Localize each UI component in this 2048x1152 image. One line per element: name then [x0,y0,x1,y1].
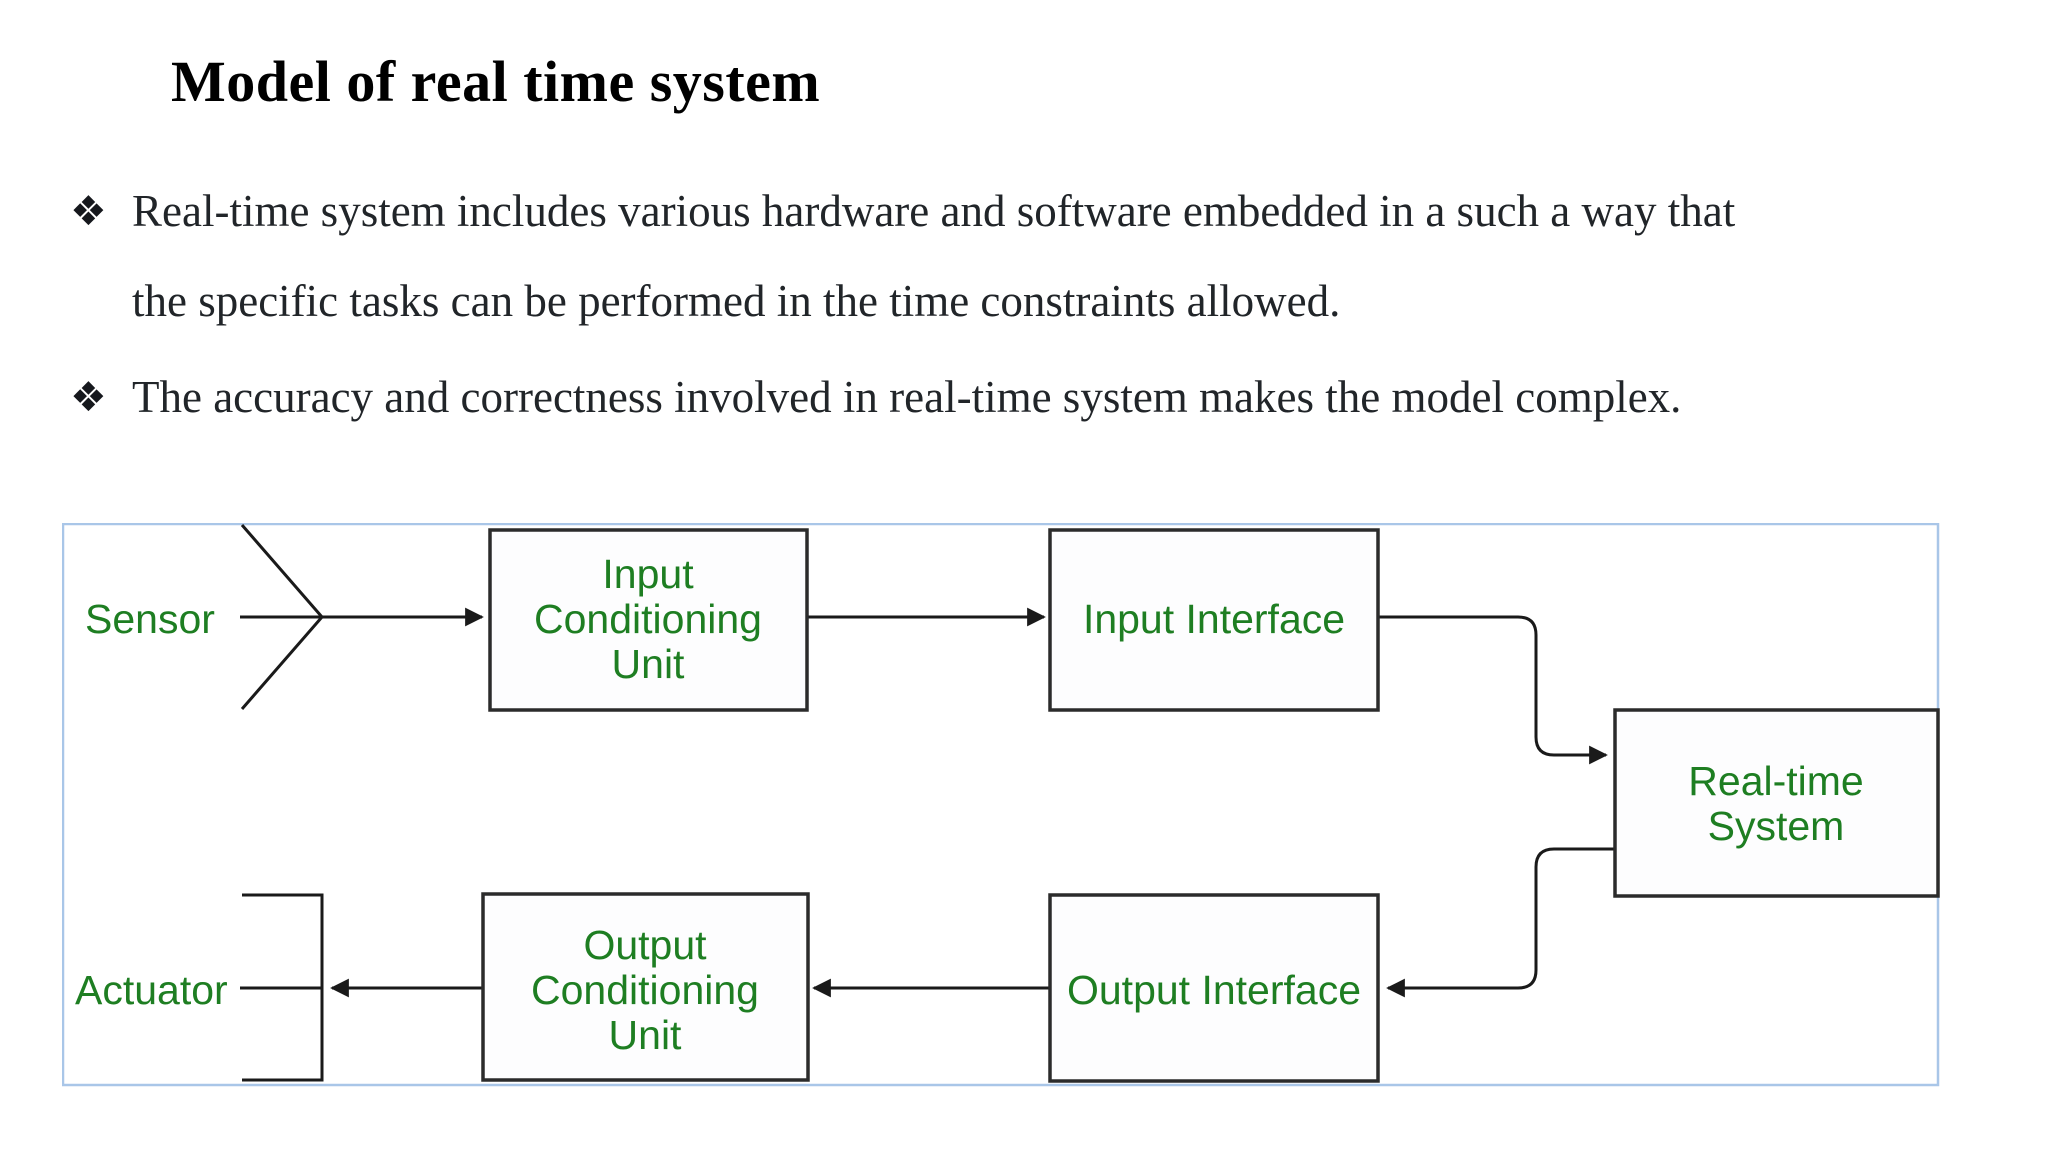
real-time-system-label-line1: Real-time [1688,758,1863,804]
input-conditioning-unit-box [488,528,809,712]
output-conditioning-unit-box [481,892,810,1082]
arrow-input-interface-to-rts [1378,615,1608,765]
input-conditioning-unit-label-line3: Unit [612,641,686,687]
output-interface-box [1048,893,1380,1083]
real-time-system-box [1613,708,1940,898]
actuator-label: Actuator [75,967,228,1013]
output-conditioning-unit-label-line1: Output [583,922,707,968]
bullet1-line2: the specific tasks can be performed in t… [132,276,1341,326]
bullet1-line1: Real-time system includes various hardwa… [132,186,1736,236]
page-title: Model of real time system [171,49,821,114]
sensor-label: Sensor [85,596,215,642]
input-interface-box [1048,528,1380,712]
block-diagram-svg: Sensor Actuator Input Conditioning Unit … [61,522,1940,1087]
bullet-diamond-icon: ❖ [70,373,107,421]
input-conditioning-unit-label-line2: Conditioning [534,596,762,642]
output-conditioning-unit-label-line2: Conditioning [531,967,759,1013]
output-interface-label: Output Interface [1067,967,1361,1013]
bullet-diamond-icon: ❖ [70,187,107,235]
block-diagram: Sensor Actuator Input Conditioning Unit … [61,522,1940,1087]
real-time-system-label-line2: System [1708,803,1845,849]
output-conditioning-unit-label-line3: Unit [609,1012,683,1058]
input-interface-label: Input Interface [1083,596,1345,642]
input-conditioning-unit-label-line1: Input [602,551,694,597]
bullet2-line1: The accuracy and correctness involved in… [132,372,1682,422]
arrow-rts-to-output-interface [1386,847,1615,998]
